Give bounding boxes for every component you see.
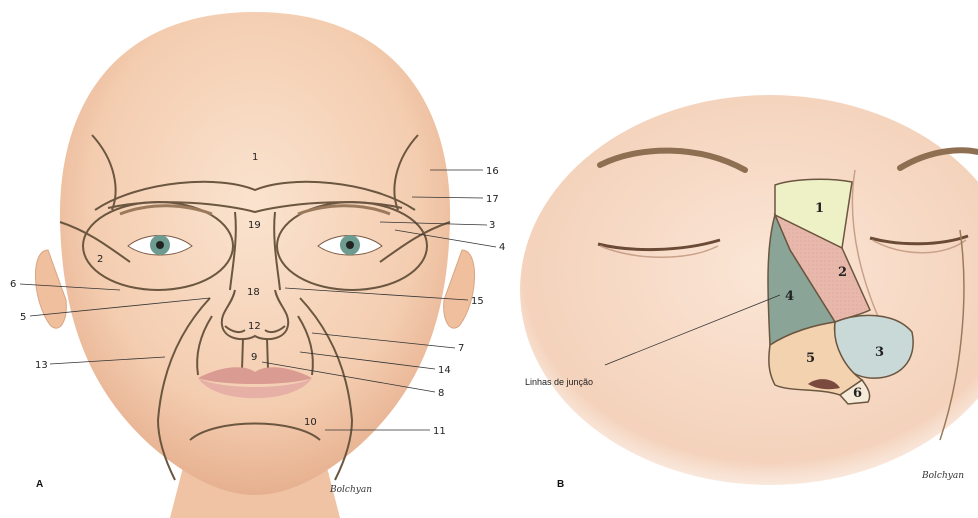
unit-label-7: 7 <box>458 343 464 354</box>
subunit-label-5: 5 <box>806 351 815 366</box>
unit-label-19: 19 <box>248 220 261 231</box>
junction-caption: Linhas de junção <box>525 377 593 387</box>
unit-label-12: 12 <box>248 321 261 332</box>
panel-b-signature: Bolchyan <box>921 471 964 481</box>
unit-label-6: 6 <box>10 279 16 290</box>
panel-a-face <box>35 12 474 518</box>
subunit-label-2: 2 <box>838 265 847 280</box>
unit-label-18: 18 <box>247 287 260 298</box>
unit-label-16: 16 <box>486 166 499 177</box>
unit-label-13: 13 <box>35 360 48 371</box>
subunit-label-3: 3 <box>875 345 884 360</box>
subunit-label-1: 1 <box>815 201 824 216</box>
unit-label-14: 14 <box>438 365 451 376</box>
unit-label-8: 8 <box>438 388 444 399</box>
unit-label-3: 3 <box>489 220 495 231</box>
panel-b-face <box>520 95 978 485</box>
unit-label-17: 17 <box>486 194 499 205</box>
panel-a-letter: A <box>36 479 43 490</box>
subunit-label-6: 6 <box>853 386 862 401</box>
unit-label-5: 5 <box>20 312 26 323</box>
unit-label-11: 11 <box>433 426 446 437</box>
unit-label-2: 2 <box>97 254 103 265</box>
unit-label-1: 1 <box>252 152 258 163</box>
panel-a-signature: Bolchyan <box>329 485 372 495</box>
panel-b-letter: B <box>557 479 564 490</box>
unit-label-4: 4 <box>499 242 505 253</box>
subunit-label-4: 4 <box>785 289 794 304</box>
unit-label-15: 15 <box>471 296 484 307</box>
unit-label-9: 9 <box>251 352 257 363</box>
unit-label-10: 10 <box>304 417 317 428</box>
